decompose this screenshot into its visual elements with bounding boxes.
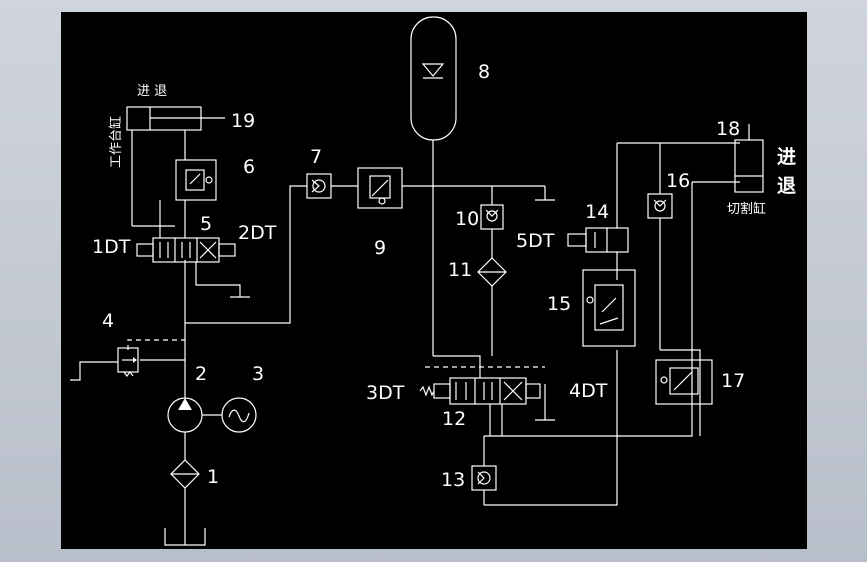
label-2: 2 [195, 363, 207, 385]
label-3: 3 [252, 363, 264, 385]
cad-drawing-canvas: 1 2 3 4 5 6 7 8 9 10 11 12 13 14 15 16 1… [61, 12, 807, 549]
label-3dt: 3DT [366, 382, 405, 404]
label-2dt: 2DT [238, 222, 277, 244]
label-4dt: 4DT [569, 380, 608, 402]
label-6: 6 [243, 156, 255, 178]
directional-valve-12 [419, 377, 555, 421]
relief-valve-4 [117, 347, 139, 377]
hydraulic-schematic: 1 2 3 4 5 6 7 8 9 10 11 12 13 14 15 16 1… [70, 16, 796, 546]
label-8: 8 [478, 61, 490, 83]
number-labels: 1 2 3 4 5 6 7 8 9 10 11 12 13 14 15 16 1… [92, 61, 745, 491]
chinese-labels: 进 退 工作台缸 进 退 切割缸 [108, 84, 796, 217]
label-16: 16 [666, 170, 690, 192]
flow-valve-17 [655, 359, 713, 405]
label-18: 18 [716, 118, 740, 140]
directional-valve-5 [136, 237, 236, 263]
filter-1 [170, 459, 200, 489]
label-1dt: 1DT [92, 236, 131, 258]
label-advance: 进 [777, 146, 796, 168]
filter-11 [477, 257, 507, 287]
label-11: 11 [448, 259, 472, 281]
label-5dt: 5DT [516, 230, 555, 252]
label-cutting-cylinder: 切割缸 [727, 201, 766, 217]
cylinder-19 [126, 106, 225, 131]
label-4: 4 [102, 310, 114, 332]
label-workbench-cylinder: 工作台缸 [108, 116, 124, 168]
label-13: 13 [441, 469, 465, 491]
directional-valve-14 [567, 227, 629, 253]
label-15: 15 [547, 293, 571, 315]
accumulator-8 [410, 16, 457, 141]
label-5: 5 [200, 213, 212, 235]
check-valve-16 [647, 193, 673, 219]
flow-valve-6 [175, 159, 217, 201]
label-12: 12 [442, 408, 466, 430]
flow-valve-9 [357, 167, 403, 209]
check-valve-7 [306, 173, 332, 199]
pipe-network [70, 130, 740, 546]
cylinder-18 [734, 124, 764, 193]
check-valve-10 [480, 204, 504, 230]
label-7: 7 [310, 146, 322, 168]
check-valve-13 [471, 465, 497, 491]
label-advance-retract-small: 进 退 [137, 84, 167, 99]
label-14: 14 [585, 201, 609, 223]
flow-valve-15 [582, 269, 636, 347]
label-19: 19 [231, 110, 255, 132]
label-17: 17 [721, 370, 745, 392]
label-retract: 退 [777, 175, 796, 197]
label-10: 10 [455, 208, 479, 230]
label-9: 9 [374, 237, 386, 259]
label-1: 1 [207, 466, 219, 488]
pump-2 [167, 397, 222, 433]
motor-3 [221, 397, 257, 433]
